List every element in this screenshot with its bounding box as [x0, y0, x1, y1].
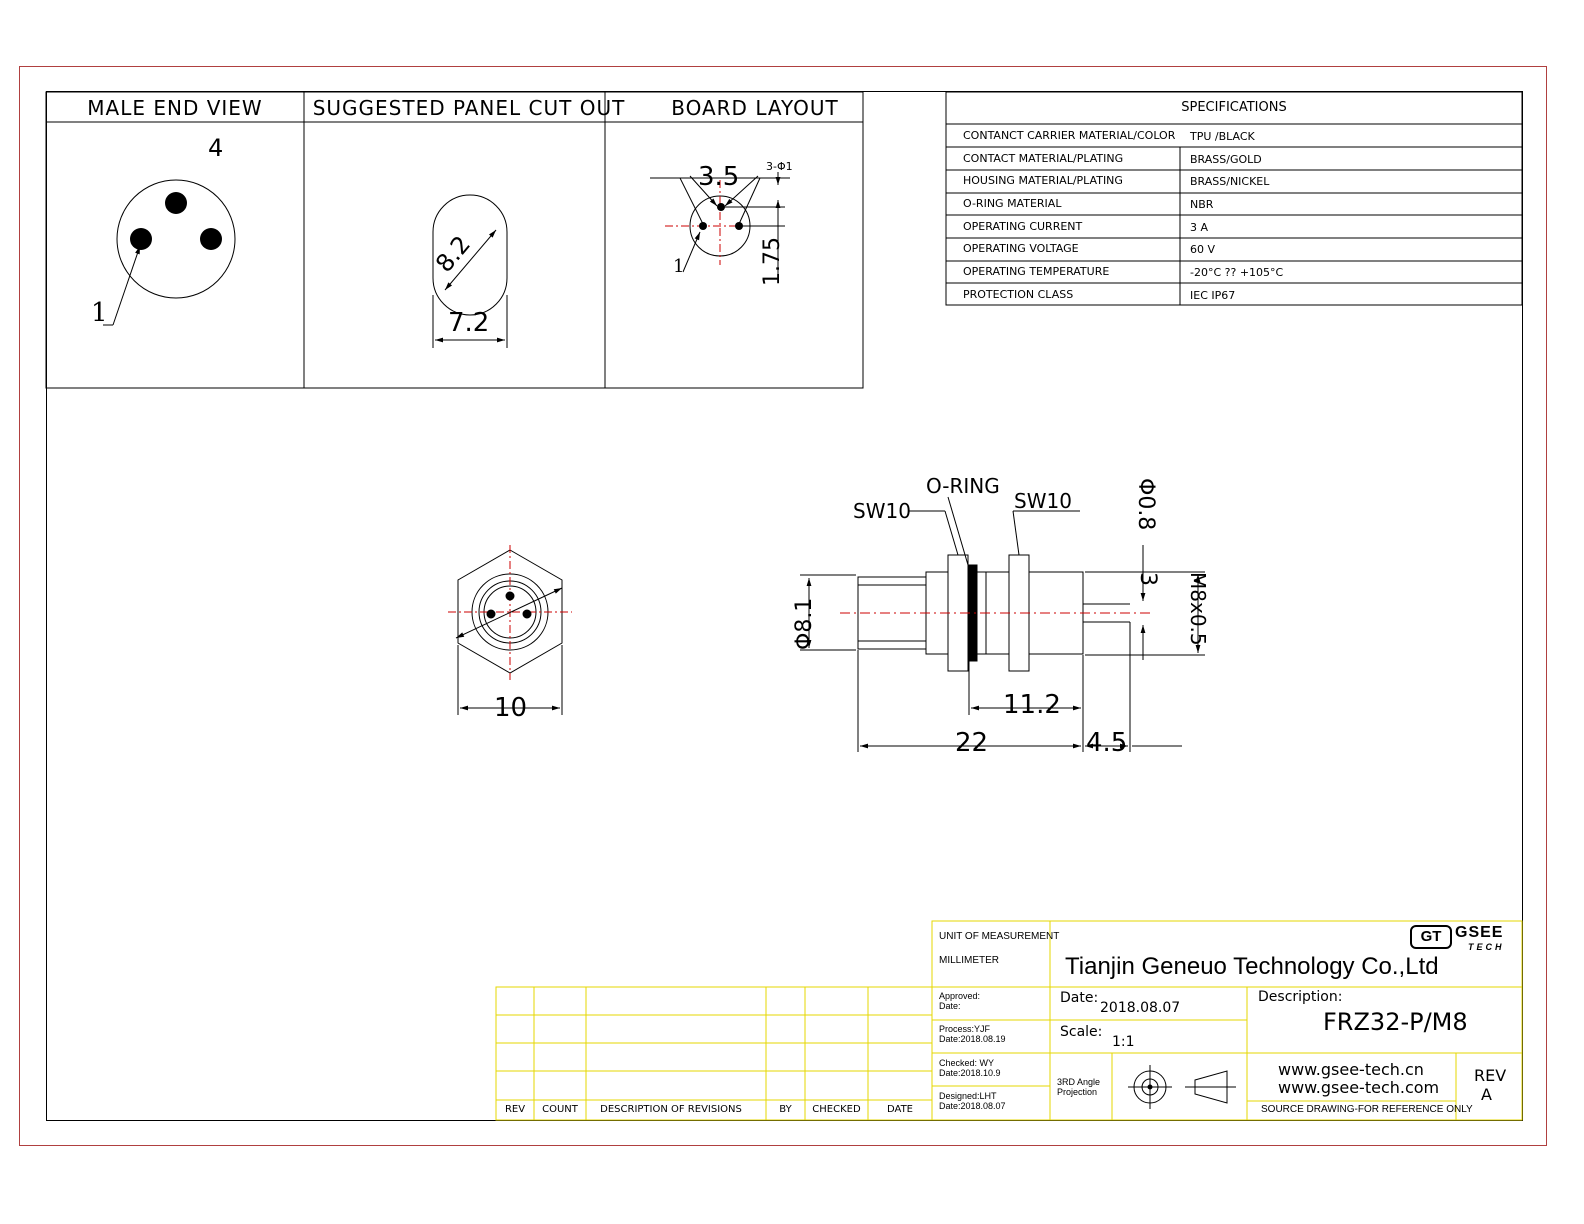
spec-value: 3 A	[1190, 221, 1209, 234]
len-45-label: 4.5	[1086, 728, 1128, 758]
spec-label: OPERATING CURRENT	[963, 220, 1083, 233]
spec-table-grid	[945, 91, 1523, 306]
spec-value: -20°C ?? +105°C	[1190, 266, 1284, 279]
panel-width-label: 7.2	[448, 308, 490, 338]
pin-dot-top	[165, 192, 187, 214]
board-hole-label: 3-Φ1	[766, 160, 793, 173]
rev-header-date: DATE	[886, 1104, 913, 1115]
spec-label: O-RING MATERIAL	[963, 197, 1062, 210]
pin-dot-left	[130, 228, 152, 250]
checked-date: Date:2018.10.9	[939, 1068, 1001, 1078]
outer-frame	[19, 66, 1547, 1146]
website-com: www.gsee-tech.com	[1278, 1078, 1440, 1097]
projection-symbol	[1128, 1065, 1236, 1109]
rev-header-by: BY	[779, 1104, 792, 1115]
thread-label: M8x0.5	[1186, 572, 1210, 646]
date-label: Date:	[1060, 990, 1099, 1006]
panel-cut-out-title: SUGGESTED PANEL CUT OUT	[312, 96, 626, 120]
spec-label: OPERATING VOLTAGE	[963, 242, 1079, 255]
checked-label: Checked: WY	[939, 1058, 995, 1068]
rev-header-count: COUNT	[542, 1104, 578, 1115]
dia81-label: Φ8.1	[792, 597, 817, 650]
spec-label: HOUSING MATERIAL/PLATING	[963, 174, 1123, 187]
dia08-label: Φ0.8	[1133, 478, 1158, 531]
board-layout-title: BOARD LAYOUT	[671, 96, 839, 120]
board-height-label: 1.75	[760, 237, 785, 286]
rev-value: A	[1481, 1085, 1492, 1104]
designed-label: Designed:LHT	[939, 1091, 997, 1101]
spec-title: SPECIFICATIONS	[1181, 100, 1287, 115]
approved-label: Approved:	[939, 991, 981, 1001]
oring-label: O-RING	[926, 474, 1000, 498]
spec-value: BRASS/NICKEL	[1190, 175, 1270, 188]
len-112-label: 11.2	[1003, 690, 1061, 720]
board-layout-drawing	[650, 172, 790, 280]
rev-header-description: DESCRIPTION OF REVISIONS	[600, 1104, 742, 1115]
website-cn: www.gsee-tech.cn	[1278, 1060, 1424, 1079]
spec-value: NBR	[1190, 198, 1214, 211]
spec-label: OPERATING TEMPERATURE	[963, 265, 1110, 278]
projection-line1: 3RD Angle	[1057, 1077, 1101, 1087]
unit-value: MILLIMETER	[939, 955, 1000, 966]
spec-value: TPU /BLACK	[1190, 130, 1255, 143]
spec-value: BRASS/GOLD	[1190, 153, 1262, 166]
rev-label: REV	[1474, 1066, 1507, 1085]
side-view	[800, 496, 1205, 752]
hex-size-label: 10	[494, 693, 528, 723]
d3-label: 3	[1135, 572, 1160, 586]
scale-label: Scale:	[1060, 1024, 1103, 1040]
unit-label: UNIT OF MEASUREMENT	[939, 931, 1060, 942]
board-pin-label: 1	[673, 256, 685, 277]
approved-date: Date:	[939, 1001, 961, 1011]
pin-dot-right	[200, 228, 222, 250]
spec-label: CONTACT MATERIAL/PLATING	[963, 152, 1124, 165]
front-hex-view	[448, 545, 572, 715]
view-table-grid	[45, 91, 864, 389]
company-logo-gsee: GSEE	[1455, 924, 1504, 941]
description-label: Description:	[1258, 989, 1343, 1005]
spec-value: 60 V	[1190, 243, 1216, 256]
board-pitch-label: 3.5	[698, 162, 740, 192]
revision-grid	[495, 986, 933, 1121]
male-end-view-title: MALE END VIEW	[87, 96, 263, 120]
len-22-label: 22	[955, 728, 989, 758]
spec-label: PROTECTION CLASS	[963, 288, 1074, 301]
source-note: SOURCE DRAWING-FOR REFERENCE ONLY	[1261, 1104, 1473, 1115]
spec-label: CONTANCT CARRIER MATERIAL/COLOR	[963, 129, 1176, 142]
projection-line2: Projection	[1057, 1087, 1098, 1097]
rev-header-checked: CHECKED	[812, 1104, 861, 1115]
company-logo-tech: TECH	[1468, 942, 1505, 952]
spec-value: IEC IP67	[1190, 289, 1236, 302]
pin-label-top: 4	[208, 134, 224, 162]
rev-header-rev: REV	[504, 1104, 526, 1115]
title-block-grid	[931, 920, 1523, 1121]
process-date: Date:2018.08.19	[939, 1034, 1006, 1044]
pin-label-left: 1	[91, 298, 108, 328]
sw-right-label: SW10	[1014, 489, 1072, 513]
date-value: 2018.08.07	[1100, 1000, 1181, 1016]
process-label: Process:YJF	[939, 1024, 991, 1034]
sw-left-label: SW10	[853, 499, 911, 523]
description-value: FRZ32-P/M8	[1323, 1008, 1468, 1036]
company-name: Tianjin Geneuo Technology Co.,Ltd	[1065, 953, 1439, 980]
company-logo-gt: GT	[1410, 925, 1452, 949]
male-end-view-drawing	[103, 179, 236, 326]
panel-cutout-drawing	[432, 194, 508, 348]
designed-date: Date:2018.08.07	[939, 1101, 1006, 1111]
scale-value: 1:1	[1112, 1034, 1135, 1050]
